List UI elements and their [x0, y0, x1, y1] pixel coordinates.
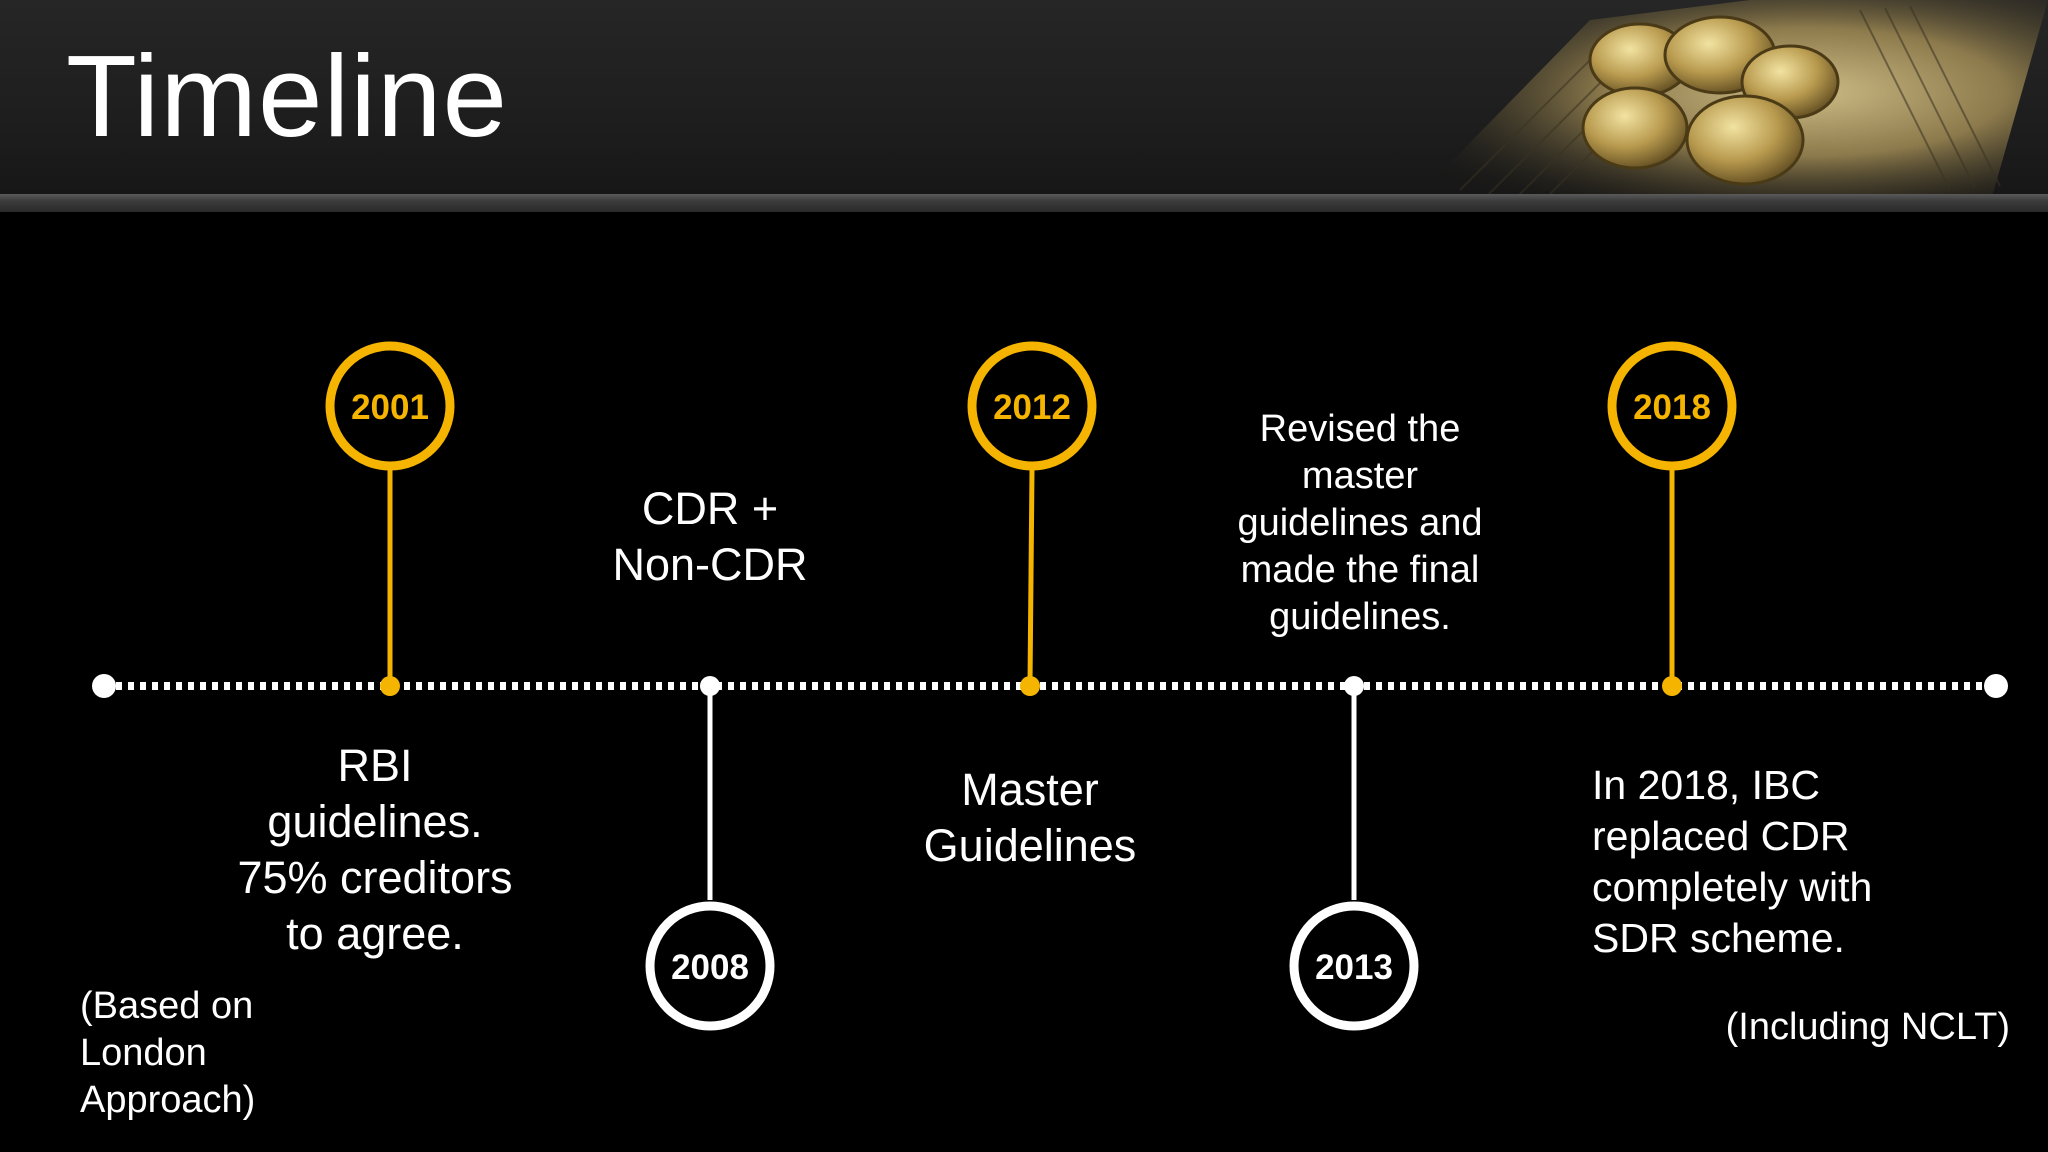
milestone-2012-description: Master Guidelines — [870, 762, 1190, 874]
milestone-2013-description: Revised the master guidelines and made t… — [1200, 406, 1520, 641]
note-line: (Based on — [80, 985, 254, 1027]
description-line: Master — [961, 764, 1099, 815]
coins-on-newspaper-image — [1419, 0, 2048, 194]
milestone-2013-marker — [1289, 676, 1419, 1031]
year-2013-label: 2013 — [1315, 948, 1393, 987]
slide-header: Timeline — [0, 0, 2048, 194]
description-line: master — [1301, 455, 1419, 497]
slide-title: Timeline — [66, 31, 509, 161]
milestone-2008-marker — [645, 676, 775, 1031]
description-line: guidelines. — [1269, 596, 1451, 638]
description-line: Guidelines — [923, 820, 1137, 871]
milestone-2001-note: (Based on London Approach) — [80, 983, 340, 1124]
timeline-end-dot — [1984, 674, 2008, 698]
description-line: In 2018, IBC — [1592, 762, 1820, 808]
description-line: 75% creditors — [237, 852, 513, 903]
description-line: CDR + — [641, 483, 779, 534]
description-line: guidelines and — [1237, 502, 1483, 544]
milestone-2001-marker — [325, 341, 455, 696]
milestone-2012-marker — [967, 341, 1097, 696]
description-line: made the final — [1240, 549, 1480, 591]
year-2008-circle — [645, 901, 775, 1031]
description-line: Revised the — [1259, 408, 1461, 450]
milestone-2001-description: RBI guidelines. 75% creditors to agree. — [200, 738, 550, 962]
year-2012-circle — [967, 341, 1097, 471]
milestone-2008-description: CDR + Non-CDR — [560, 481, 860, 593]
description-line: Non-CDR — [612, 539, 808, 590]
milestone-2018-note: (Including NCLT) — [1690, 1004, 2010, 1051]
description-line: RBI — [337, 740, 413, 791]
note-line: (Including NCLT) — [1725, 1006, 2010, 1048]
description-line: guidelines. — [267, 796, 483, 847]
year-2012-label: 2012 — [993, 388, 1071, 427]
header-divider — [0, 194, 2048, 212]
year-2013-circle — [1289, 901, 1419, 1031]
note-line: London — [80, 1032, 207, 1074]
note-line: Approach) — [80, 1079, 256, 1121]
timeline-start-dot — [92, 674, 116, 698]
year-2001-label: 2001 — [351, 388, 429, 427]
milestone-2018-description: In 2018, IBC replaced CDR completely wit… — [1592, 760, 1972, 964]
description-line: to agree. — [286, 908, 464, 959]
description-line: replaced CDR — [1592, 813, 1850, 859]
year-2001-circle — [325, 341, 455, 471]
year-2018-label: 2018 — [1633, 388, 1711, 427]
year-2008-label: 2008 — [671, 948, 749, 987]
year-2018-circle — [1607, 341, 1737, 471]
description-line: completely with — [1592, 864, 1873, 910]
description-line: SDR scheme. — [1592, 915, 1845, 961]
milestone-2018-marker — [1607, 341, 1737, 696]
